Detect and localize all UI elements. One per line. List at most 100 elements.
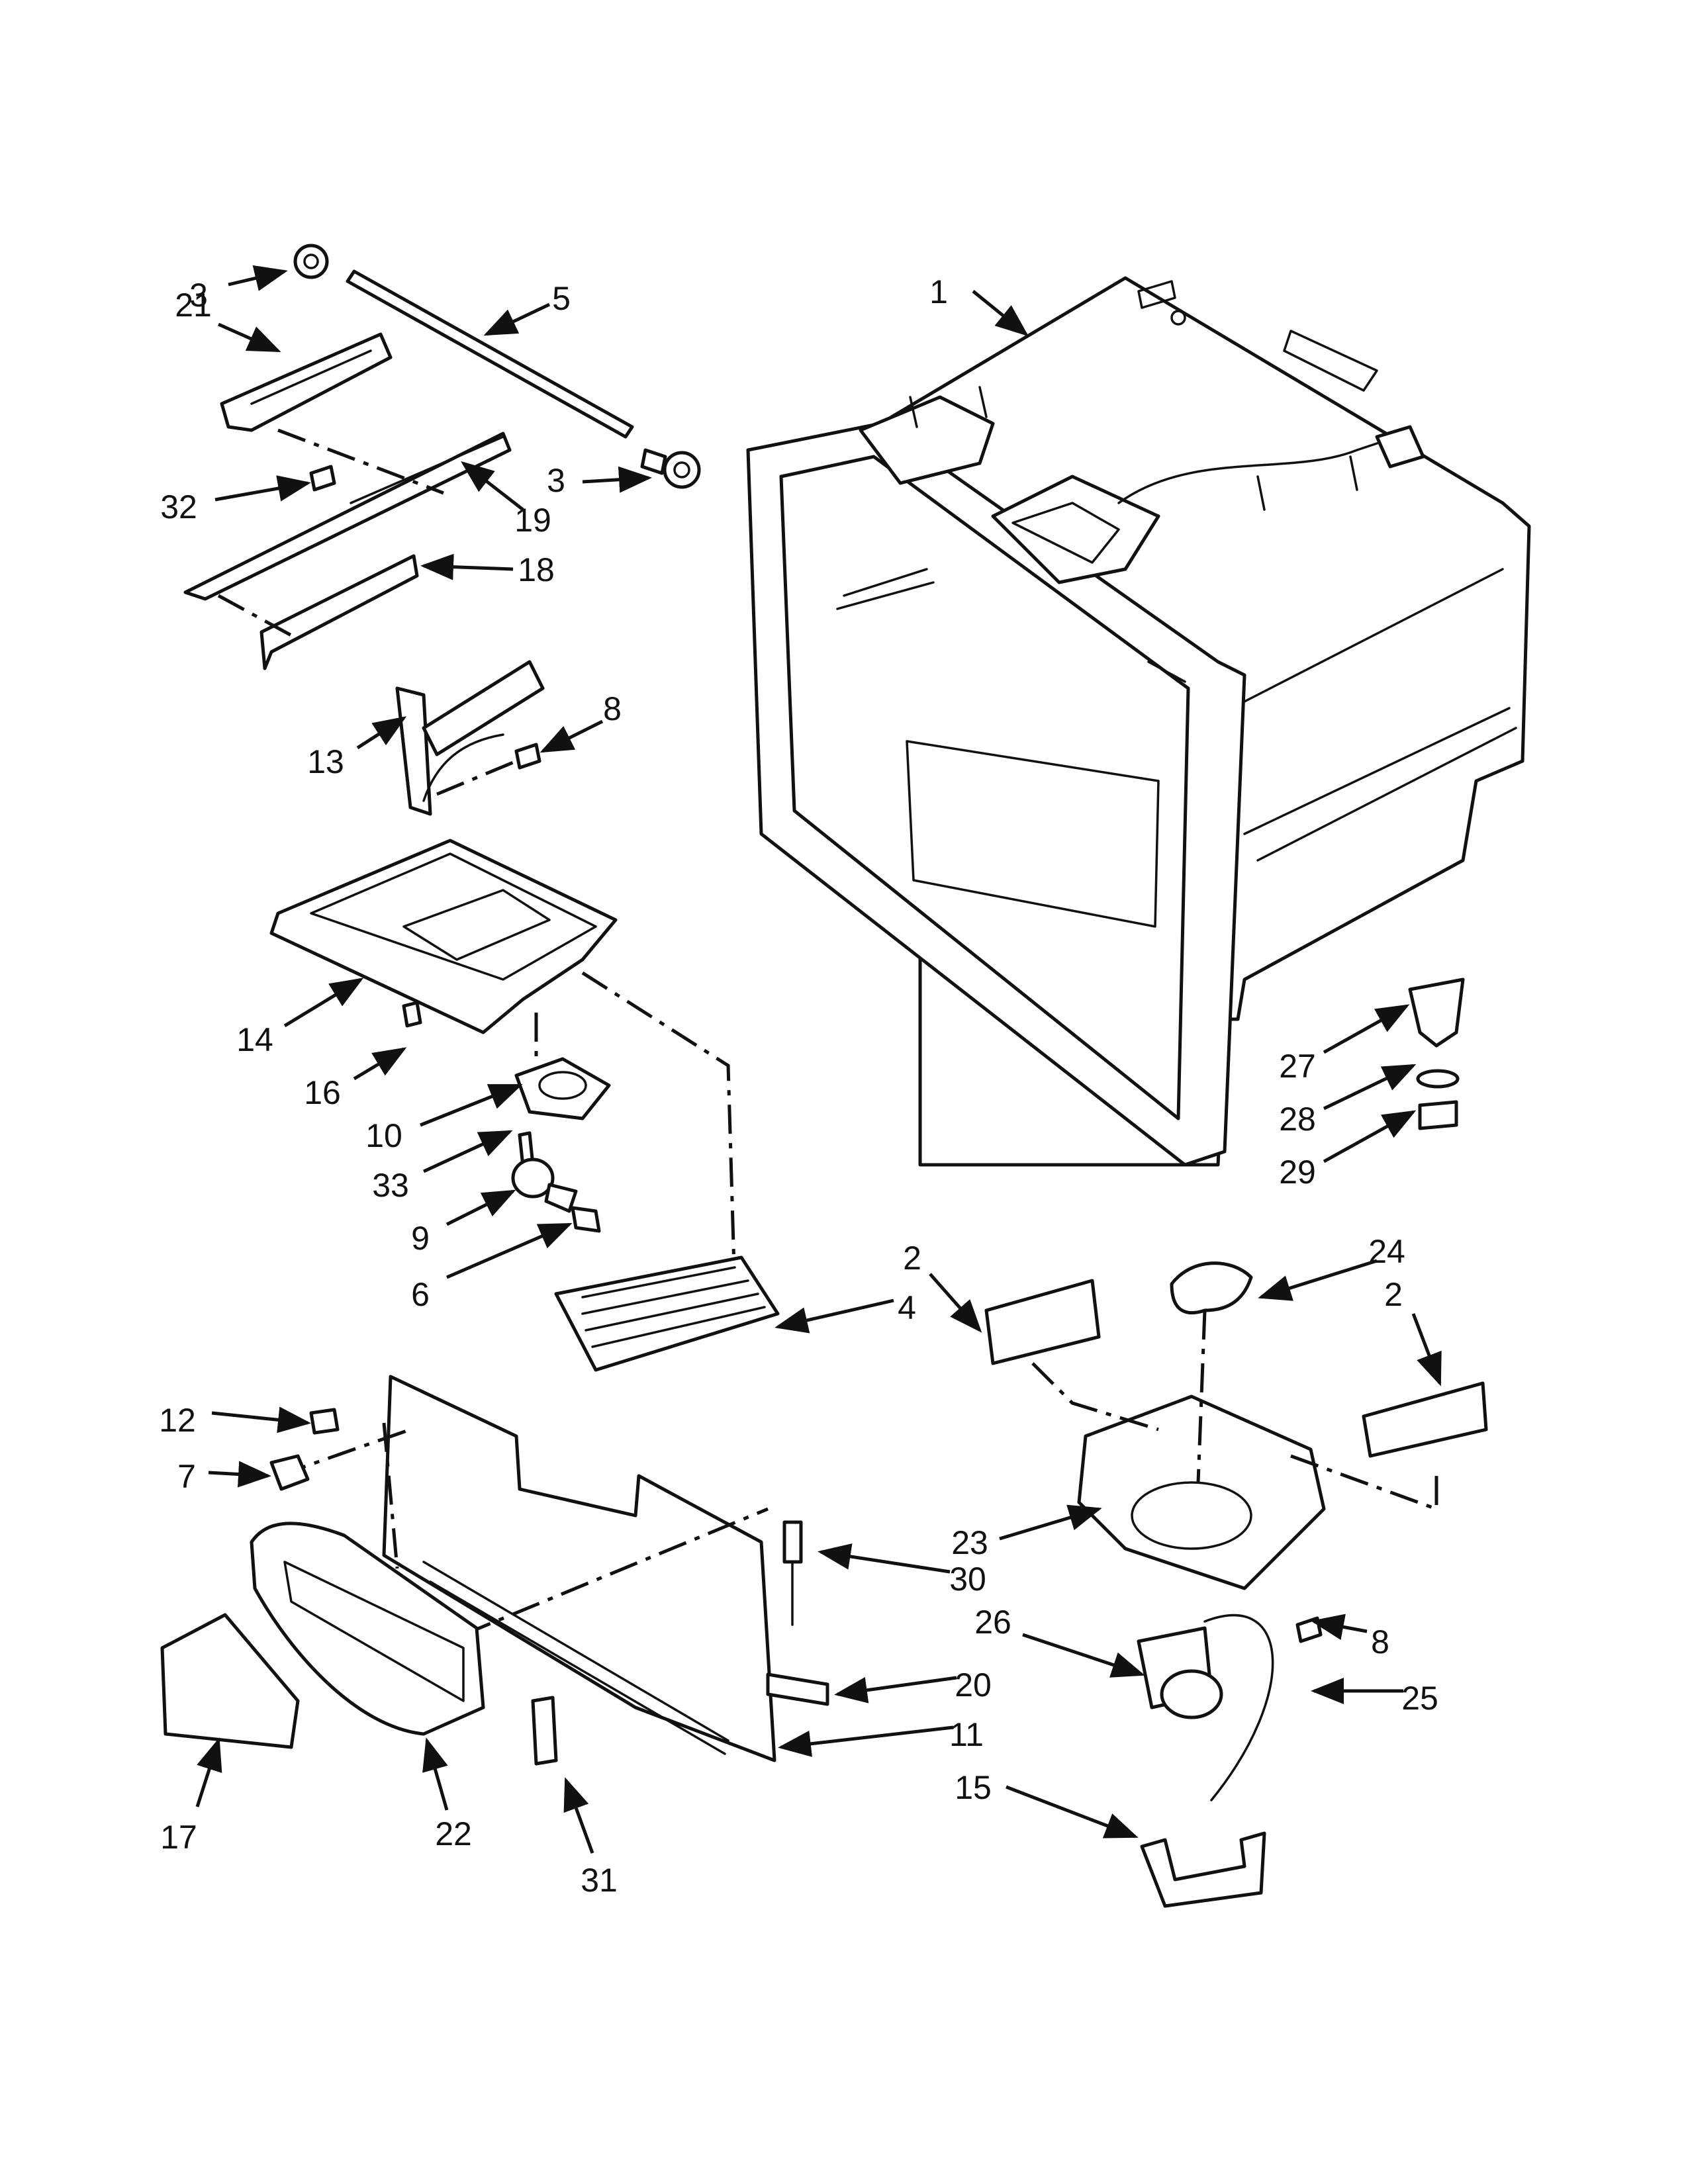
leader-arrow <box>1022 1633 1145 1678</box>
drain-parts <box>1408 978 1465 1130</box>
leader-arrow <box>420 553 514 580</box>
leader-arrow <box>774 1298 894 1334</box>
leader-arrow <box>778 1725 954 1757</box>
leader-arrow <box>217 322 281 353</box>
callout-c2b: 2 <box>1384 1276 1442 1387</box>
callout-c15: 15 <box>955 1769 1139 1839</box>
leader-arrow <box>539 719 604 753</box>
motor-bracket-part <box>1140 1831 1266 1908</box>
leader-arrow <box>461 461 524 511</box>
leader-arrow <box>1323 1064 1417 1111</box>
callout-c33: 33 <box>372 1130 513 1204</box>
leader-arrow <box>214 475 311 502</box>
callout-c20: 20 <box>834 1666 992 1704</box>
slide-rail-assembly <box>183 244 701 670</box>
part-number-label: 27 <box>1279 1048 1316 1085</box>
leader-arrow <box>422 1737 449 1811</box>
callout-c3a: 3 <box>189 265 288 314</box>
leader-arrow <box>483 302 551 336</box>
rod-part <box>346 269 634 439</box>
part-number-label: 6 <box>411 1276 430 1313</box>
leader-arrow <box>972 290 1029 337</box>
part-number-label: 29 <box>1279 1154 1316 1191</box>
callout-c29: 29 <box>1279 1110 1417 1191</box>
callout-c7: 7 <box>177 1458 271 1495</box>
callout-c2a: 2 <box>903 1240 982 1333</box>
leader-arrow <box>1411 1313 1442 1387</box>
part-number-label: 2 <box>1384 1276 1403 1313</box>
part-number-label: 3 <box>189 277 208 314</box>
part-number-label: 26 <box>974 1604 1011 1641</box>
part-number-label: 11 <box>949 1716 984 1753</box>
sensor-parts <box>531 1520 829 1766</box>
part-number-label: 1 <box>929 273 948 310</box>
part-number-label: 17 <box>160 1819 197 1856</box>
part-number-label: 18 <box>518 551 555 588</box>
callout-layer: 1223345678891011121314151617181920212223… <box>159 265 1442 1899</box>
part-number-label: 25 <box>1401 1680 1438 1717</box>
leader-arrow <box>445 1189 516 1226</box>
part-number-label: 32 <box>160 488 197 525</box>
slide-rail-part <box>183 432 512 601</box>
leader-arrow <box>356 716 407 750</box>
callout-c9: 9 <box>411 1189 516 1257</box>
callout-c18: 18 <box>420 551 555 588</box>
part-number-label: 9 <box>411 1220 430 1257</box>
part-number-label: 4 <box>898 1289 916 1326</box>
callout-c24: 24 <box>1258 1233 1405 1301</box>
part-number-label: 15 <box>955 1769 992 1806</box>
leader-arrow <box>211 1406 311 1433</box>
drawer-shelf-part <box>554 1255 780 1372</box>
callout-c21: 21 <box>175 287 281 353</box>
leader-arrow <box>929 1273 982 1333</box>
leader-arrow <box>283 978 364 1028</box>
part-number-label: 2 <box>903 1240 921 1277</box>
part-number-label: 19 <box>514 502 551 539</box>
gear-part-top <box>293 244 329 279</box>
drain-ring-part <box>1416 1069 1460 1089</box>
callout-c8a: 8 <box>539 690 622 753</box>
evaporator-fan-assembly <box>984 1261 1488 1908</box>
callout-c25: 25 <box>1311 1678 1438 1717</box>
part-number-label: 8 <box>1371 1623 1389 1661</box>
leader-arrow <box>208 1461 271 1488</box>
callout-c23: 23 <box>951 1504 1102 1561</box>
leader-arrow <box>420 1083 523 1127</box>
leader-arrow <box>228 265 288 291</box>
leader-arrow <box>195 1737 222 1807</box>
part-number-label: 16 <box>304 1074 341 1111</box>
leader-arrow <box>999 1504 1102 1541</box>
callout-c14: 14 <box>236 978 364 1058</box>
lower-rail-part <box>259 554 419 670</box>
callout-c5: 5 <box>483 280 571 336</box>
part-number-label: 20 <box>955 1666 992 1704</box>
part-number-label: 13 <box>307 743 344 780</box>
part-number-label: 8 <box>603 690 622 727</box>
leader-arrow <box>446 1222 573 1279</box>
leader-arrow <box>818 1543 951 1574</box>
callout-c17: 17 <box>160 1737 222 1856</box>
part-number-label: 7 <box>177 1458 196 1495</box>
freezer-liner-part <box>746 276 1531 1167</box>
leader-arrow <box>1006 1785 1139 1839</box>
part-number-label: 24 <box>1368 1233 1405 1270</box>
callout-c13: 13 <box>307 716 407 780</box>
part-number-label: 22 <box>435 1815 472 1852</box>
callout-c12: 12 <box>159 1402 311 1439</box>
leader-arrow <box>422 1130 513 1173</box>
leader-arrow <box>563 1777 594 1854</box>
leader-arrow <box>834 1676 957 1704</box>
part-number-label: 14 <box>236 1021 273 1058</box>
part-number-label: 31 <box>581 1862 618 1899</box>
leader-arrow <box>353 1047 407 1081</box>
drain-cap-part <box>1418 1100 1458 1130</box>
callout-c32: 32 <box>160 475 311 525</box>
callout-c26: 26 <box>974 1604 1145 1678</box>
duct-cover-part <box>160 1613 300 1749</box>
leader-arrow <box>1311 1614 1368 1640</box>
leader-arrow <box>1258 1259 1378 1301</box>
callout-c28: 28 <box>1279 1064 1417 1138</box>
rail-bracket-part <box>220 332 393 432</box>
foam-block-part <box>984 1279 1101 1365</box>
